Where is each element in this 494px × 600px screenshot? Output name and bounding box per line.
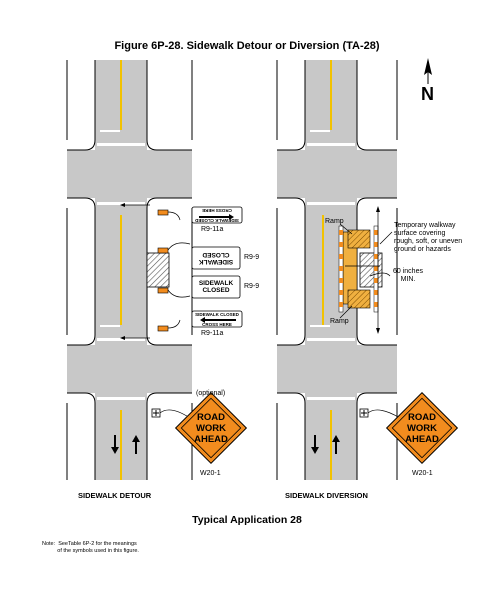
sign-code-r9-11a-top: R9-11a [201,226,224,233]
sign-r9-9-top [191,246,241,270]
left-upper-cross-street [67,150,192,198]
walkway-note: Temporary walkway surface covering rough… [394,222,463,253]
right-panel-roads [276,58,459,480]
sign-cross-here: CROSS HERE [202,208,232,213]
sign-code-w20-1-right: W20-1 [412,470,433,477]
optional-label: (optional) [196,390,226,397]
closed-sidewalk-work-area [146,252,170,288]
sign-r9-9-top-text: SIDEWALK CLOSED [198,251,234,265]
up-arrow-icon [332,435,340,454]
sign-cross-here: CROSS HERE [202,322,232,327]
figure-title: Figure 6P-28. Sidewalk Detour or Diversi… [114,40,380,52]
north-label: N [421,84,434,104]
sign-top-line: SIDEWALK CLOSED [195,218,239,223]
road-work-ahead-text-right: ROAD WORK AHEAD [405,412,439,445]
sign-code-w20-1-left: W20-1 [200,470,221,477]
sign-code-r9-9-bottom: R9-9 [244,283,260,290]
road-work-ahead-text-left: ROAD WORK AHEAD [194,412,228,445]
caption-sidewalk-detour: SIDEWALK DETOUR [78,491,152,500]
ramp-label-top: Ramp [325,218,344,225]
sign-leaders [167,211,191,329]
left-lower-cross-street [67,345,192,393]
sign-panels [191,206,243,328]
up-arrow-icon [132,435,140,454]
channelizing-devices [338,225,379,313]
ramp-bottom [347,289,371,309]
sign-r9-11a-top-text: SIDEWALK CLOSED CROSS HERE [193,208,241,223]
sign-top-line: SIDEWALK CLOSED [195,312,239,317]
footnote: Note: SeeTable 6P-2 for the meanings of … [42,541,139,554]
road-work-ahead-sign-left [174,391,248,465]
down-arrow-icon [111,435,119,454]
ramp-top [347,229,371,249]
left-yellow-line-bottom [120,410,122,480]
right-lower-cross-street [277,345,397,393]
typical-application-title: Typical Application 28 [192,514,302,526]
north-arrow-icon [424,58,432,84]
sign-r9-9-bottom-text: SIDEWALK CLOSED [198,280,234,294]
hazard-area [359,252,383,288]
road-work-ahead-sign-right [385,391,459,465]
right-upper-cross-street [277,150,397,198]
caption-sidewalk-diversion: SIDEWALK DIVERSION [285,491,368,500]
down-arrow-icon [311,435,319,454]
sign-code-r9-11a-bottom: R9-11a [201,330,224,337]
barricades [157,209,169,332]
width-note: 60 inches MIN. [393,268,423,283]
left-yellow-line-mid [120,215,122,325]
sign-r9-9-bottom [191,275,241,299]
sign-r9-11a-bottom-text: SIDEWALK CLOSED CROSS HERE [193,312,241,327]
left-panel-roads [66,60,248,480]
sign-code-r9-9-top: R9-9 [244,254,260,261]
ramp-label-bottom: Ramp [330,318,349,325]
left-yellow-line-top [120,60,122,130]
detour-arrows [125,204,150,339]
